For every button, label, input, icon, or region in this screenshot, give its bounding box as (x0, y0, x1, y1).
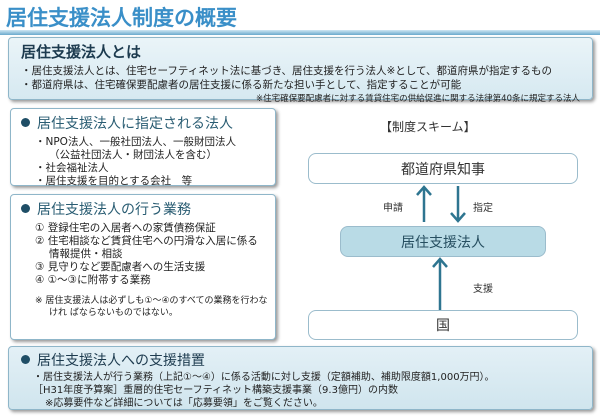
list-item: ・NPO法人、一般社団法人、一般財団法人 (35, 136, 236, 148)
designate-arrow-icon (450, 186, 466, 223)
designated-heading: 居住支援法人に指定される法人 (37, 116, 233, 132)
bullet-icon (21, 204, 30, 213)
duties-panel: 居住支援法人の行う業務 ① 登録住宅の入居者への家賃債務保証 ② 住宅相談など賃… (10, 194, 276, 340)
support-line: ［H31年度予算案］重層的住宅セーフティネット構築支援事業（9.3億円）の内数 (33, 385, 398, 396)
nation-box: 国 (308, 310, 578, 340)
intro-heading: 居住支援法人とは (21, 43, 142, 61)
support-arrow-icon (432, 257, 448, 310)
designated-corporations-panel: 居住支援法人に指定される法人 ・NPO法人、一般社団法人、一般財団法人 （公益社… (10, 108, 276, 187)
support-measures-panel: 居住支援法人への支援措置 ・居住支援法人が行う業務（上記①～④）に係る活動に対し… (8, 346, 593, 410)
scheme-arrows (416, 185, 466, 310)
list-item: ① 登録住宅の入居者への家賃債務保証 (35, 222, 216, 234)
list-item: ・社会福祉法人 (35, 162, 109, 174)
designate-label: 指定 (473, 203, 493, 214)
list-item: ③ 見守りなど要配慮者への生活支援 (35, 261, 206, 273)
intro-bullet: ・都道府県は、住宅確保要配慮者の居住支援に係る新たな担い手として、指定することが… (21, 79, 462, 91)
support-line: ※応募要件など詳細については「応募要領」をご覧ください。 (45, 398, 323, 409)
list-item: （公益社団法人・財団法人を含む） (49, 149, 217, 161)
support-label: 支援 (473, 284, 493, 295)
list-item: ・居住支援を目的とする会社 等 (35, 175, 193, 187)
scheme-title: 【制度スキーム】 (380, 120, 476, 134)
corporation-box: 居住支援法人 (340, 226, 546, 257)
duties-heading: 居住支援法人の行う業務 (37, 202, 191, 218)
title-underline (0, 30, 600, 35)
list-item: 情報提供・相談 (49, 248, 123, 260)
support-heading: 居住支援法人への支援措置 (37, 353, 205, 369)
intro-bullet: ・居住支援法人とは、住宅セーフティネット法に基づき、居住支援を行う法人※として、… (21, 65, 552, 77)
duties-note: けれ ばならないものではない。 (49, 308, 178, 318)
apply-arrow-icon (416, 185, 432, 222)
intro-panel: 居住支援法人とは ・居住支援法人とは、住宅セーフティネット法に基づき、居住支援を… (8, 37, 593, 104)
duties-note: ※ 居住支援法人は必ずしも①～④のすべての業務を行わな (35, 296, 268, 306)
support-line: ・居住支援法人が行う業務（上記①～④）に係る活動に対し支援（定額補助、補助限度額… (33, 372, 495, 383)
list-item: ④ ①～③に附帯する業務 (35, 274, 151, 286)
page-title: 居住支援法人制度の概要 (6, 6, 237, 30)
bullet-icon (21, 118, 30, 127)
governor-box: 都道府県知事 (308, 153, 578, 184)
list-item: ② 住宅相談など賃貸住宅への円滑な入居に係る (35, 235, 258, 247)
bullet-icon (21, 355, 30, 364)
apply-label: 申請 (383, 203, 403, 214)
intro-note: ※住宅確保要配慮者に対する賃貸住宅の供給促進に関する法律第40条に規定する法人 (256, 94, 580, 104)
